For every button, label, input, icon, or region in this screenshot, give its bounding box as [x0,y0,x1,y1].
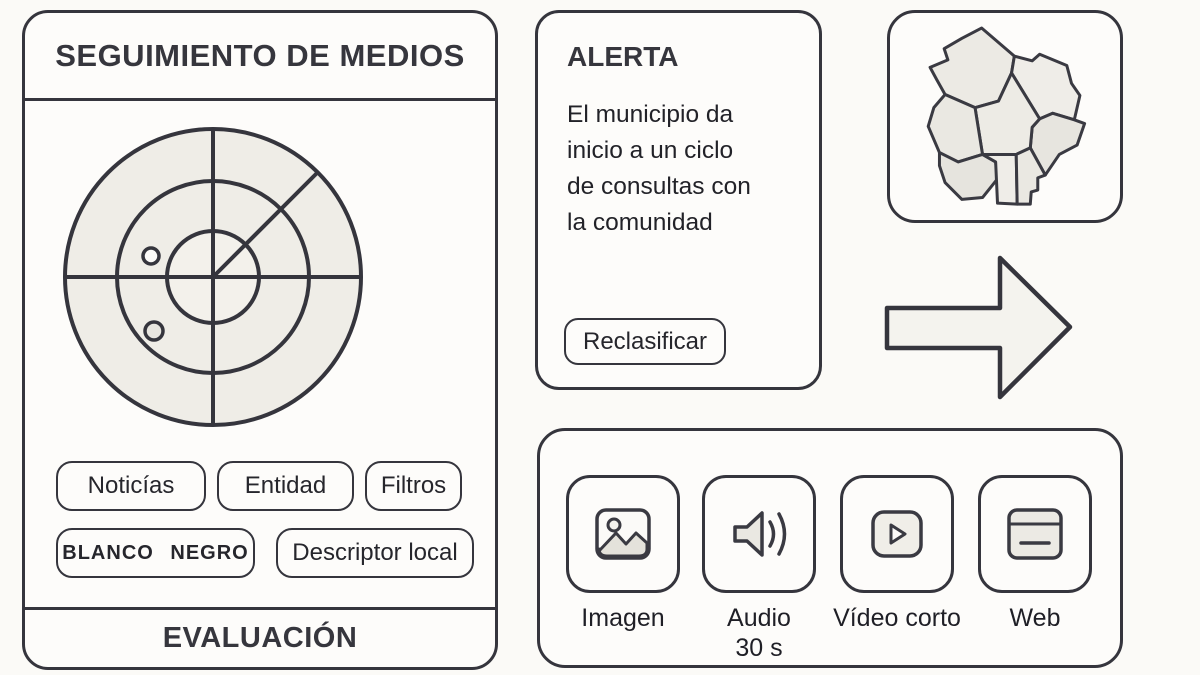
map-region [1014,145,1047,206]
media-panel-footer: EVALUACIÓN [25,607,495,667]
audio-label-text: Audio [727,604,791,632]
format-tile-video[interactable] [840,475,954,593]
format-tile-audio[interactable] [702,475,816,593]
audio-label: Audio 30 s [684,603,834,663]
municipality-map-icon [926,26,1087,206]
radar-chart-icon [63,127,363,427]
radar-blip-2 [143,320,165,342]
reclasificar-button[interactable]: Reclasificar [564,318,726,365]
video-corto-label-text: Vídeo corto [833,604,961,632]
entidad-button[interactable]: Entidad [217,461,354,511]
descriptor-local-button[interactable]: Descriptor local [276,528,474,578]
media-buttons-row-2: BLANCO NEGRO Descriptor local [56,528,474,578]
media-buttons-row-1: Noticías Entidad Filtros [56,461,462,511]
imagen-label: Imagen [548,603,698,633]
map-region [937,150,1000,201]
video-corto-label: Vídeo corto [822,603,972,633]
radar-sweep-line [211,170,320,279]
web-label: Web [960,603,1110,633]
map-panel [887,10,1123,223]
blanco-negro-button[interactable]: BLANCO NEGRO [56,528,255,578]
formats-panel: Imagen Audio 30 s Vídeo corto Web [537,428,1123,668]
browser-window-icon [1007,508,1063,560]
audio-duration-label: 30 s [735,634,783,662]
media-panel-title: SEGUIMIENTO DE MEDIOS [55,37,465,73]
media-tracking-panel: SEGUIMIENTO DE MEDIOS Noticías Entidad F… [22,10,498,670]
image-icon [595,508,651,560]
format-tile-imagen[interactable] [566,475,680,593]
alert-message: El municipio da inicio a un ciclo de con… [567,101,751,236]
alert-panel: ALERTA El municipio da inicio a un ciclo… [535,10,822,390]
alert-title: ALERTA [567,41,679,72]
format-tile-web[interactable] [978,475,1092,593]
arrow-right-icon [884,255,1073,400]
web-label-text: Web [1009,604,1061,632]
map-region [981,152,1019,206]
evaluacion-label: EVALUACIÓN [162,622,358,654]
video-play-icon [871,510,923,558]
noticias-button[interactable]: Noticías [56,461,206,511]
radar-blip-1 [141,246,161,266]
filtros-button[interactable]: Filtros [365,461,462,511]
speaker-icon [733,511,787,557]
media-panel-header: SEGUIMIENTO DE MEDIOS [25,13,495,101]
imagen-label-text: Imagen [581,604,665,632]
